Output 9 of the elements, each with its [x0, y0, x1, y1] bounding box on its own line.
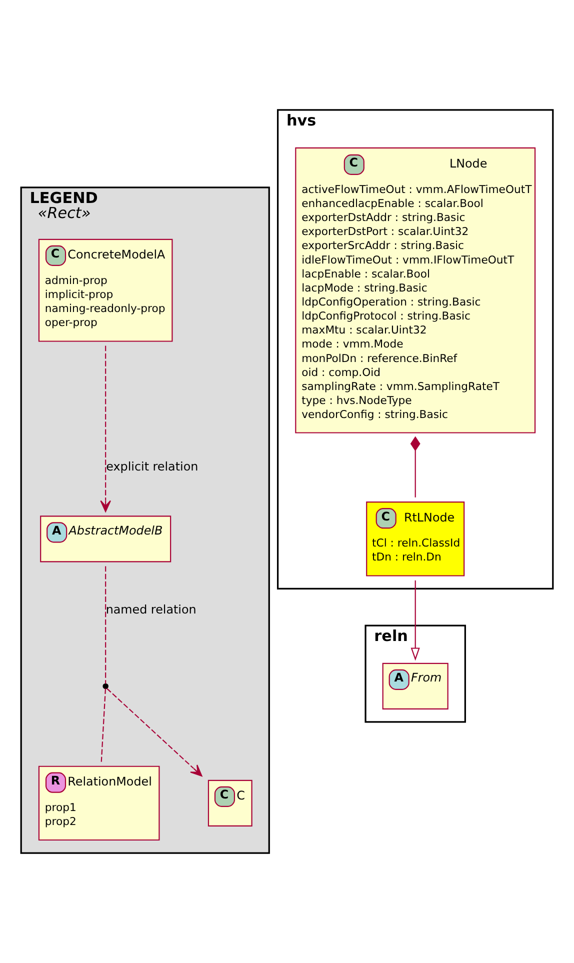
arrow [100, 346, 111, 512]
edge-label: explicit relation [106, 459, 198, 474]
connector [410, 436, 420, 498]
connector [100, 688, 106, 762]
edge-label: named relation [106, 602, 196, 616]
arrow [410, 580, 420, 661]
connector [105, 566, 106, 684]
node-circle [102, 683, 108, 690]
arrow [106, 688, 202, 776]
